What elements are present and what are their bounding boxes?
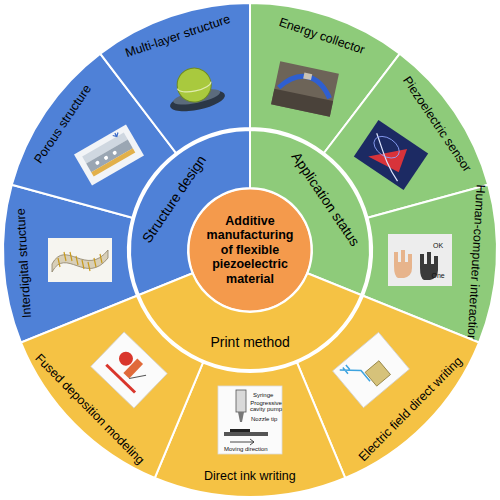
motion-arrow [230, 439, 254, 445]
clamp [303, 73, 312, 81]
image-frame [74, 124, 144, 185]
electric-field-image [333, 332, 410, 407]
multilayer-image [163, 63, 227, 116]
flexible-sheet [52, 250, 108, 272]
build-plate [224, 432, 268, 436]
hci-image [388, 234, 452, 286]
image-frame [218, 386, 282, 454]
image-frame [91, 332, 168, 408]
image-frame [388, 234, 452, 286]
figure-label: Moving direction [224, 446, 268, 453]
pore [95, 160, 100, 165]
sensor-outline [370, 132, 403, 163]
sector-label: Print method [211, 334, 290, 350]
bottom-layer [91, 148, 135, 176]
print-head [123, 359, 143, 379]
floor [271, 89, 333, 117]
center-title: Additive manufacturing of flexible piezo… [200, 214, 300, 286]
sector-label: Direct ink writing [204, 469, 296, 483]
syringe [236, 390, 246, 412]
energy-collector-image [271, 61, 339, 117]
interdigital-image [48, 238, 112, 282]
sensor-image [354, 120, 428, 190]
figure-label: One [432, 272, 445, 280]
dome-stripe [178, 82, 213, 95]
image-frame [333, 332, 410, 407]
figure-label: OK [433, 242, 443, 250]
figure-label: Progressive cavity pump [249, 400, 283, 413]
image-frame [354, 120, 428, 190]
electrode-fingers [58, 252, 102, 271]
blue-arc-device [279, 71, 333, 98]
deposited-line [230, 429, 250, 432]
image-frame [48, 238, 112, 282]
porous-image [74, 124, 144, 185]
collector-box [365, 361, 390, 386]
pore [103, 155, 108, 160]
fused-deposition-image [91, 332, 168, 408]
field-lines [340, 360, 370, 392]
figure-label: Nozzle tip [251, 416, 277, 423]
human-hand [394, 250, 412, 278]
filament-feed [129, 368, 146, 385]
image-frame [271, 61, 339, 117]
figure-label: Syringe [253, 392, 273, 399]
dome [174, 65, 214, 105]
direct-ink-image [218, 386, 282, 454]
pore [112, 150, 117, 155]
sector-wedge [21, 296, 203, 478]
press-arrow [112, 132, 119, 138]
nozzle [238, 412, 244, 422]
